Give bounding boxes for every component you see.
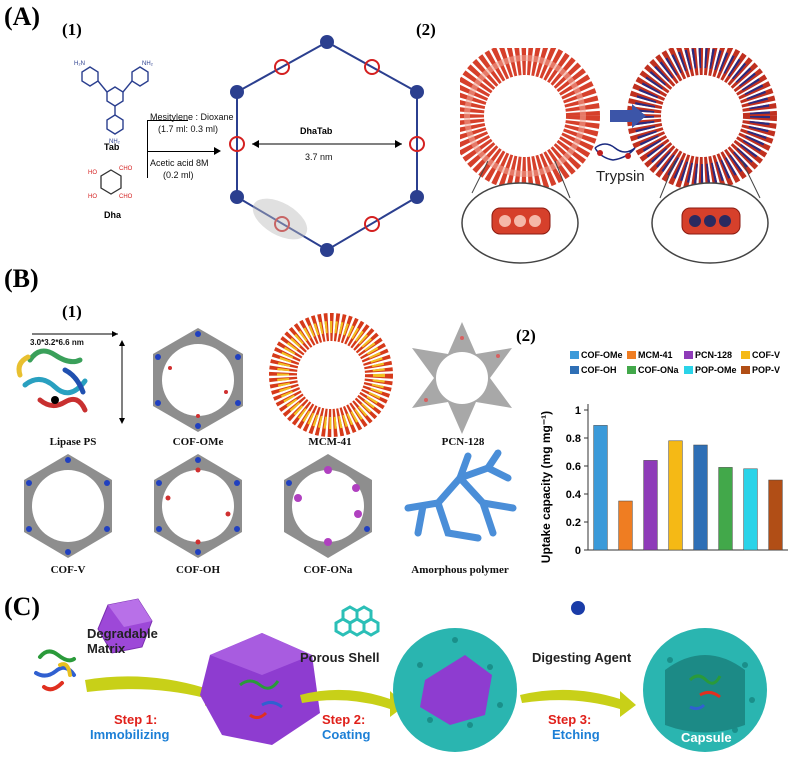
legend-label-pcn-128: PCN-128 [695, 350, 732, 360]
legend-swatch-mcm-41 [627, 351, 636, 359]
bracket-top [148, 120, 188, 121]
trypsin-label: Trypsin [596, 168, 645, 185]
cof-oh-structure [154, 454, 242, 558]
step-3-label: Step 3: [548, 712, 592, 727]
dha-label: Dha [104, 210, 122, 220]
label-pcn-128: PCN-128 [441, 436, 485, 448]
legend-label-pop-ome: POP-OMe [695, 365, 737, 375]
legend-label-cof-oh: COF-OH [581, 365, 617, 375]
panel-a-sub2: (2) [416, 20, 436, 39]
bar-pop-ome [743, 468, 758, 551]
step-1-label: Step 1: [114, 712, 158, 727]
step-1-arrow [85, 676, 221, 706]
porous-shell-icon [334, 605, 380, 637]
legend-swatch-cof-ona [627, 366, 636, 374]
panel-a-sub1: (1) [62, 20, 82, 39]
dims-label: 3.0*3.2*6.6 nm [30, 338, 84, 347]
degradable-matrix-label: Degradable Matrix [87, 626, 158, 656]
reaction-arrow [148, 151, 218, 152]
enzyme-icon [34, 649, 76, 692]
bar-mcm-41 [618, 500, 633, 551]
svg-text:HO: HO [88, 170, 97, 176]
bar-pcn-128 [643, 460, 658, 551]
bar-pop-v [768, 479, 783, 551]
reaction-arrowhead [214, 147, 221, 155]
bar-cof-ona [718, 467, 733, 551]
solvent-text: Mesitylene : Dioxane [150, 112, 234, 122]
porous-shell-label: Porous Shell [300, 650, 380, 665]
dha-monomer-structure: CHO CHO HO HO [88, 166, 133, 200]
legend-swatch-cof-v [741, 351, 750, 359]
legend-swatch-pcn-128 [684, 351, 693, 359]
legend-label-cof-ome: COF-OMe [581, 350, 623, 360]
mesoporous-illustration [460, 48, 777, 264]
legend-swatch-cof-oh [570, 366, 579, 374]
bar-cof-v [668, 440, 683, 551]
panel-c-label: (C) [4, 592, 41, 621]
label-cof-ome: COF-OMe [172, 436, 224, 448]
step-1-action: Immobilizing [90, 727, 170, 742]
svg-text:NH₂: NH₂ [142, 61, 154, 67]
y-tick-label: 0.8 [566, 433, 581, 445]
svg-text:H₂N: H₂N [74, 61, 85, 67]
acid-text: Acetic acid 8M [150, 158, 209, 168]
capsule-label: Capsule [681, 730, 732, 745]
svg-text:HO: HO [88, 194, 97, 200]
tab-monomer-structure: H₂N NH₂ NH₂ [74, 61, 154, 145]
bar-cof-oh [693, 444, 708, 551]
step-2-action: Coating [322, 727, 371, 742]
label-amorphous-polymer: Amorphous polymer [411, 564, 509, 576]
legend-label-mcm-41: MCM-41 [638, 350, 673, 360]
legend-label-cof-v: COF-V [752, 350, 780, 360]
bracket-vertical [147, 120, 148, 178]
step-2-label: Step 2: [322, 712, 366, 727]
y-axis-label: Uptake capacity (mg mg⁻¹) [539, 411, 553, 563]
panel-b-label: (B) [4, 264, 39, 293]
label-cof-ona: COF-ONa [303, 564, 353, 576]
acid-volume-text: (0.2 ml) [163, 170, 194, 180]
lipase-ps-structure [16, 331, 125, 424]
y-tick-label: 0 [575, 545, 581, 557]
svg-text:CHO: CHO [119, 194, 133, 200]
y-tick-label: 0.6 [566, 461, 581, 473]
svg-text:CHO: CHO [119, 166, 133, 172]
dhatab-cof-structure [229, 35, 425, 257]
label-cof-v: COF-V [50, 564, 86, 576]
y-tick-label: 1 [575, 405, 581, 417]
digesting-agent-label: Digesting Agent [532, 650, 632, 665]
digesting-agent-icon [571, 601, 585, 615]
pcn-128-structure [412, 322, 512, 434]
label-cof-oh: COF-OH [176, 564, 220, 576]
legend-swatch-pop-v [741, 366, 750, 374]
cof-ome-structure [153, 328, 243, 432]
bar-cof-ome [593, 425, 608, 551]
panel-b-sub2: (2) [516, 326, 536, 345]
label-mcm-41: MCM-41 [308, 436, 352, 448]
legend-label-cof-ona: COF-ONa [638, 365, 679, 375]
legend-label-pop-v: POP-V [752, 365, 780, 375]
legend-swatch-pop-ome [684, 366, 693, 374]
tab-label: Tab [104, 142, 120, 152]
volume-text: (1.7 ml: 0.3 ml) [158, 124, 219, 134]
step-2-arrow [300, 689, 406, 717]
cof-v-structure [24, 454, 112, 558]
legend-swatch-cof-ome [570, 351, 579, 359]
label-lipase-ps: Lipase PS [49, 436, 97, 448]
y-tick-label: 0.2 [566, 517, 581, 529]
y-tick-label: 0.4 [566, 489, 582, 501]
cof-name: DhaTab [300, 126, 333, 136]
panel-b-sub1: (1) [62, 302, 82, 321]
svg-text:NH₂: NH₂ [109, 139, 121, 145]
panel-a-label: (A) [4, 2, 41, 31]
pore-size: 3.7 nm [305, 152, 333, 162]
step-3-arrow [520, 689, 636, 717]
mcm-41-structure [269, 313, 393, 437]
process-scheme [34, 598, 767, 752]
amorphous-polymer-structure [404, 449, 517, 542]
cof-ona-structure [284, 454, 372, 558]
step-3-action: Etching [552, 727, 600, 742]
uptake-capacity-chart: COF-OMe MCM-41 PCN-128 COF-V COF-OH COF-ONa PO… [539, 350, 788, 563]
